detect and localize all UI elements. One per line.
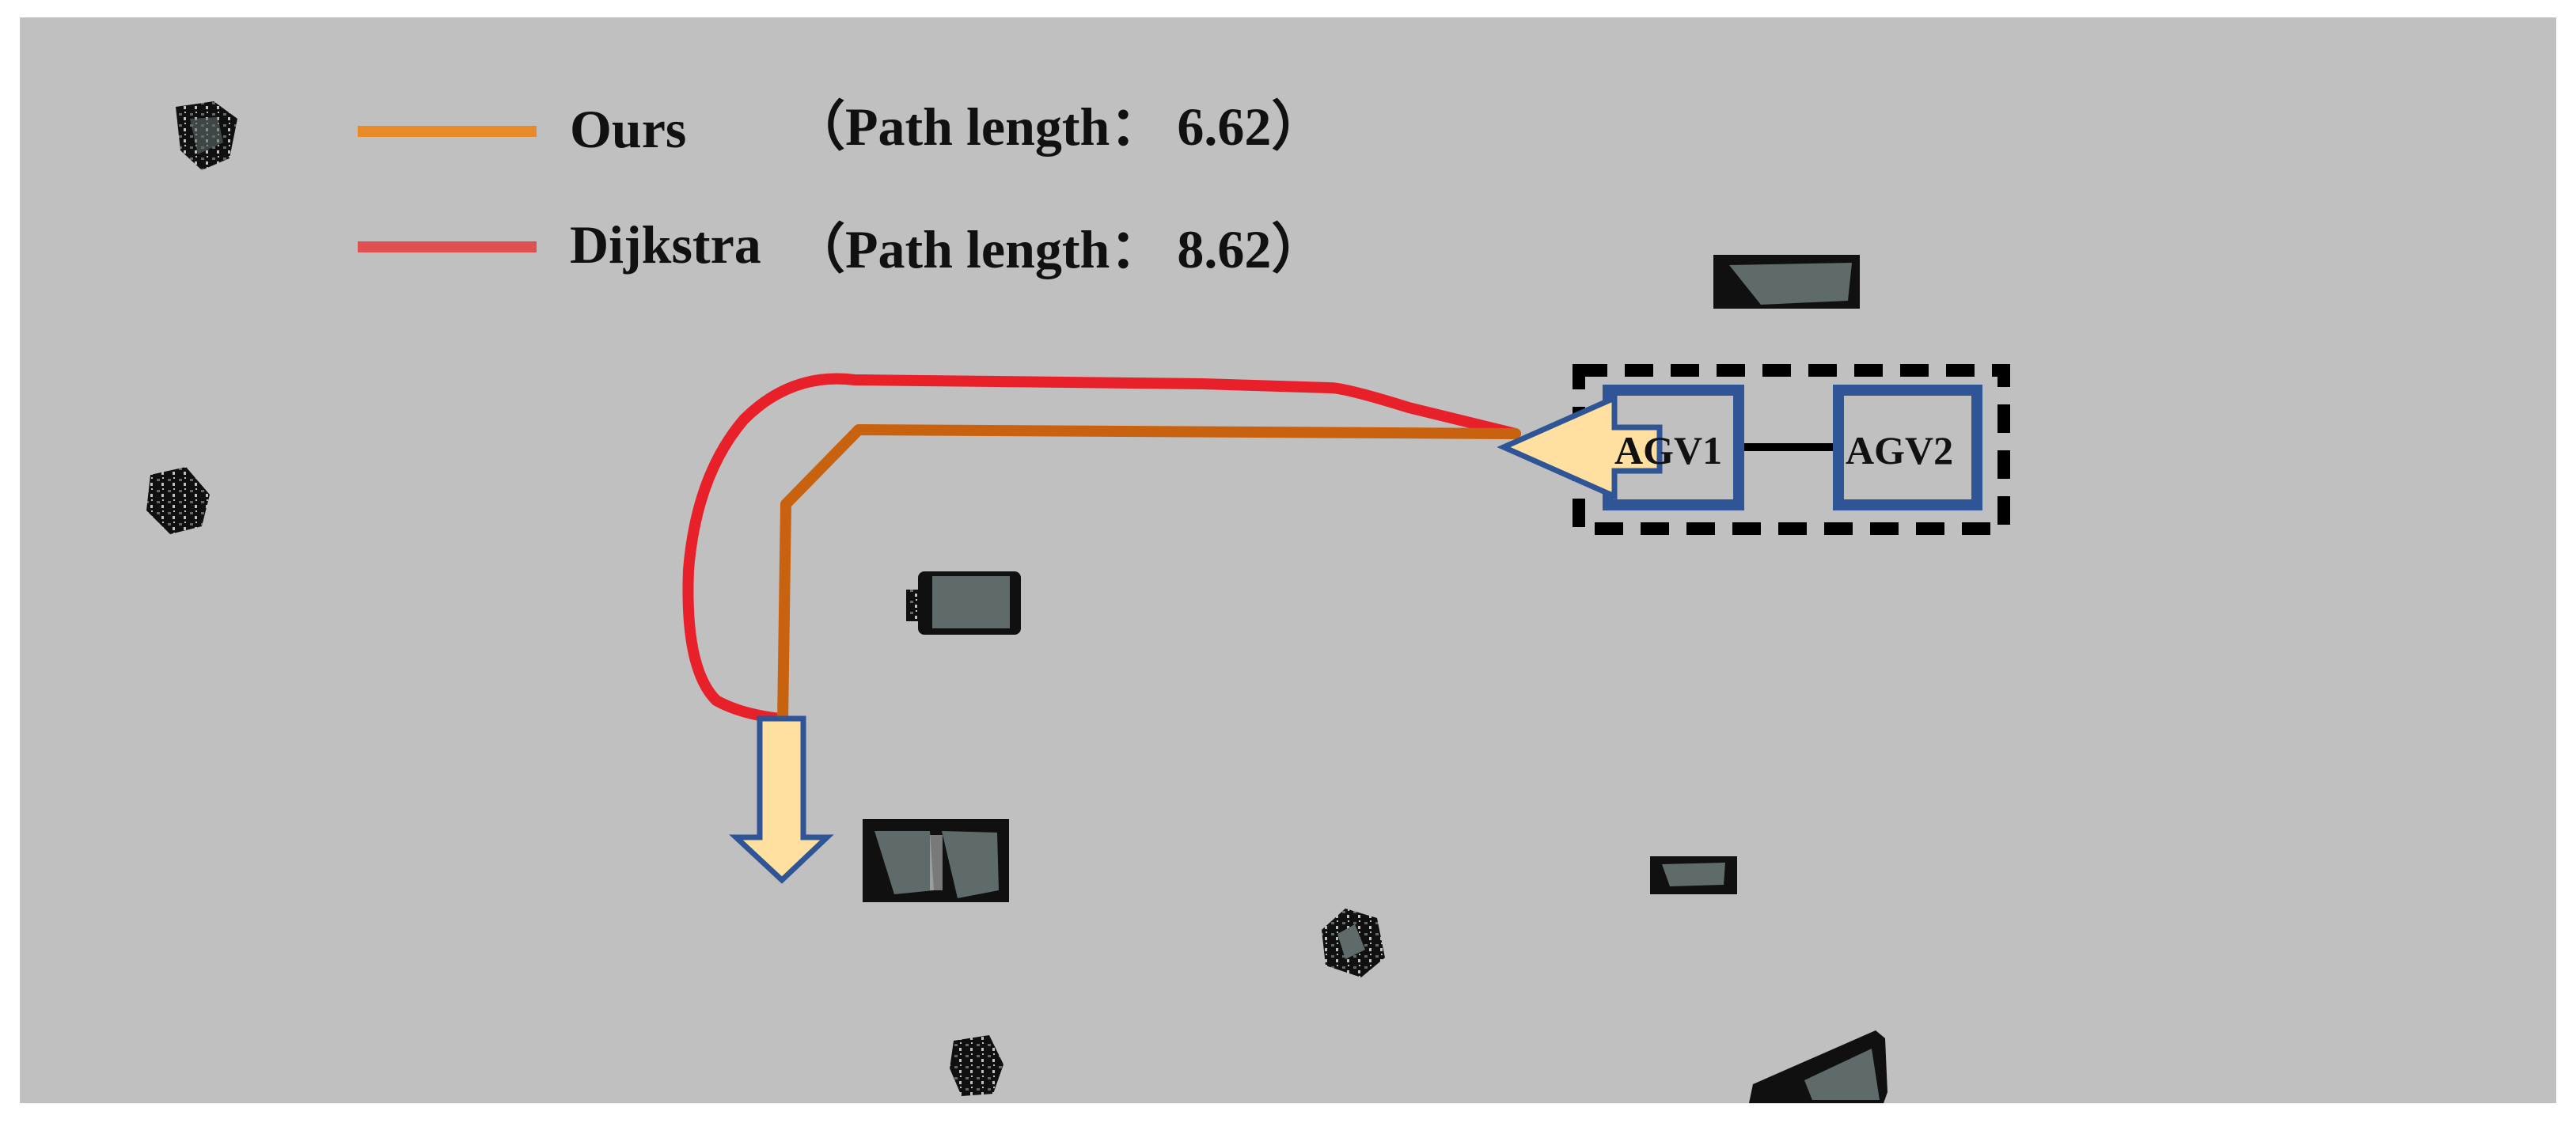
obstacle-icon: [1713, 255, 1860, 309]
left-arrow-icon: [1497, 393, 1663, 501]
obstacles: [146, 101, 1887, 1103]
agv2-label: AGV2: [1846, 428, 1953, 472]
obstacle-icon: [1749, 1030, 1887, 1103]
ours-path: [777, 424, 1521, 727]
legend-label-dijkstra: Dijkstra: [570, 214, 761, 275]
legend-item-ours: Ours （Path length： 6.62）: [358, 97, 1325, 159]
obstacle-icon: [1322, 909, 1385, 977]
obstacle-icon: [863, 819, 1009, 902]
obstacle-icon: [146, 467, 210, 534]
dijkstra-path: [682, 373, 1521, 724]
map-background: [20, 17, 2556, 1103]
obstacle-icon: [176, 101, 237, 170]
agv2-box: [1833, 385, 1982, 510]
legend-item-dijkstra: Dijkstra （Path length： 8.62）: [358, 214, 1325, 279]
obstacle-icon: [1650, 856, 1737, 894]
legend-detail-ours: （Path length： 6.62）: [791, 97, 1325, 157]
down-arrow-icon: [729, 715, 834, 884]
legend-label-ours: Ours: [570, 99, 686, 159]
formation-boundary: [1573, 364, 2010, 535]
legend-detail-dijkstra: （Path length： 8.62）: [791, 219, 1325, 279]
agv1-label: AGV1: [1614, 428, 1722, 472]
obstacle-icon: [950, 1035, 1003, 1096]
legend: Ours （Path length： 6.62） Dijkstra （Path …: [358, 97, 1325, 279]
obstacle-icon: [906, 571, 1021, 635]
